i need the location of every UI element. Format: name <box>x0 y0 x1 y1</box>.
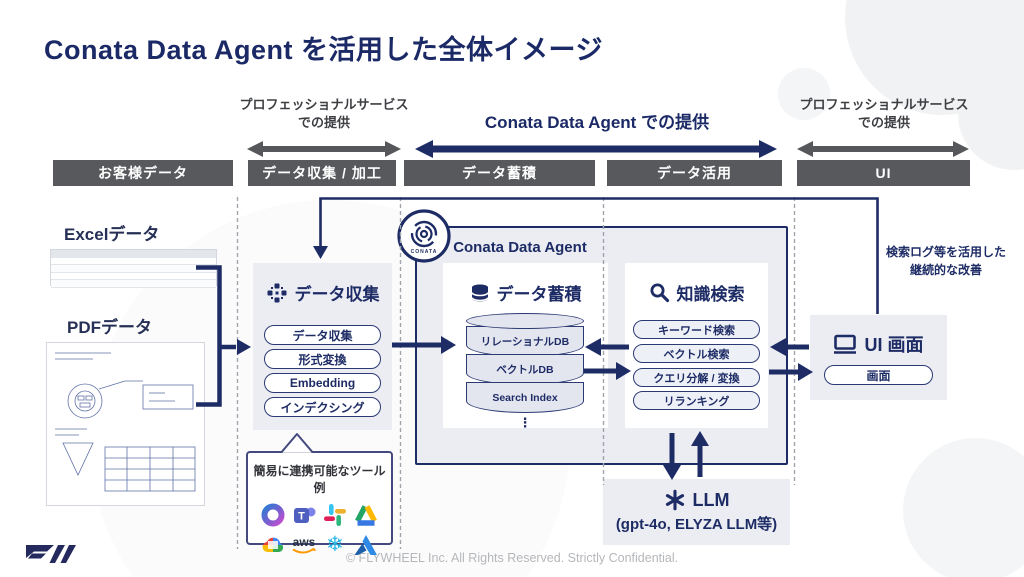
knowledge-search-title: 知識検索 <box>676 285 745 304</box>
bubble-pointer <box>280 433 314 453</box>
tools-bubble: 簡易に連携可能なツール例 T <box>246 451 393 555</box>
stage-bar-storage: データ蓄積 <box>404 160 595 186</box>
snowflake-icon: ❄ <box>326 533 344 556</box>
microsoft-teams-icon: T <box>289 501 320 528</box>
aws-icon: aws <box>289 531 320 558</box>
pdf-sketch <box>55 352 196 492</box>
pill-keyword-search: キーワード検索 <box>633 320 760 339</box>
pill-query-decompose: クエリ分解 / 変換 <box>633 368 760 387</box>
search-icon <box>649 282 670 303</box>
google-cloud-icon <box>258 531 289 558</box>
data-storage-panel: データ蓄積 リレーショナルDB ベクトルDB Search Index ⋮ <box>443 263 608 429</box>
background-circle <box>903 438 1024 577</box>
llm-models: (gpt-4o, ELYZA LLM等) <box>615 516 778 533</box>
data-collection-icon <box>266 282 288 304</box>
database-stack: リレーショナルDB ベクトルDB Search Index ⋮ <box>466 313 584 429</box>
llm-title: LLM <box>692 489 730 510</box>
pill-indexing: インデクシング <box>264 397 381 417</box>
llm-icon <box>664 489 686 511</box>
data-collection-title: データ収集 <box>294 285 380 304</box>
provision-label-left: プロフェッショナルサービス での提供 <box>239 97 409 130</box>
pill-vector-search: ベクトル検索 <box>633 344 760 363</box>
ui-screen-title: UI 画面 <box>864 335 924 355</box>
llm-box: LLM (gpt-4o, ELYZA LLM等) <box>603 479 790 545</box>
background-circle <box>778 68 830 120</box>
scope-arrow-right-gray <box>797 141 969 157</box>
stage-bar-ui: UI <box>797 160 970 186</box>
database-cylinder-top <box>466 313 584 329</box>
pdf-data-label: PDFデータ <box>67 318 152 337</box>
tool-icon-grid: T <box>248 496 391 558</box>
tools-bubble-title: 簡易に連携可能なツール例 <box>253 464 386 495</box>
scope-arrow-left-gray <box>247 141 401 157</box>
excel-table-thumbnail <box>50 249 217 288</box>
svg-text:T: T <box>298 510 305 522</box>
provision-label-center: Conata Data Agent での提供 <box>484 113 710 132</box>
database-icon <box>470 283 490 303</box>
excel-data-label: Excelデータ <box>64 225 160 244</box>
stage-bar-customer-data: お客様データ <box>53 160 233 186</box>
monitor-icon <box>833 334 857 354</box>
pill-format-conversion: 形式変換 <box>264 349 381 369</box>
db-layer-vector: ベクトルDB <box>466 354 584 385</box>
slack-icon <box>320 501 351 528</box>
svg-text:aws: aws <box>293 535 316 549</box>
stage-bar-collect: データ収集 / 加工 <box>248 160 396 186</box>
ui-screen-box: UI 画面 画面 <box>810 315 947 400</box>
google-drive-icon <box>350 501 381 528</box>
stage-bar-utilize: データ活用 <box>607 160 782 186</box>
knowledge-search-panel: 知識検索 キーワード検索 ベクトル検索 クエリ分解 / 変換 リランキング <box>625 263 768 428</box>
database-more-ellipsis: ⋮ <box>518 415 532 430</box>
conata-data-agent-title: Conata Data Agent <box>453 239 587 256</box>
pill-reranking: リランキング <box>633 391 760 410</box>
flywheel-logo <box>26 545 76 563</box>
db-layer-search-index: Search Index <box>466 382 584 413</box>
pill-screen: 画面 <box>824 365 933 385</box>
svg-text:CONATA: CONATA <box>411 249 438 255</box>
microsoft-365-copilot-icon <box>258 501 289 528</box>
data-storage-title: データ蓄積 <box>496 285 582 304</box>
scope-arrow-center-navy <box>415 140 777 158</box>
provision-label-right: プロフェッショナルサービス での提供 <box>799 97 969 130</box>
page-title: Conata Data Agent を活用した全体イメージ <box>44 35 603 65</box>
conata-logo-badge: CONATA <box>397 209 451 263</box>
pill-embedding: Embedding <box>264 373 381 393</box>
azure-icon <box>350 531 381 558</box>
improvement-note: 検索ログ等を活用した 継続的な改善 <box>885 245 1006 277</box>
pill-data-collection: データ収集 <box>264 325 381 345</box>
data-collection-box: データ収集 データ収集 形式変換 Embedding インデクシング <box>253 263 392 430</box>
db-layer-relational: リレーショナルDB <box>466 326 584 357</box>
footer-copyright: © FLYWHEEL Inc. All Rights Reserved. Str… <box>345 551 679 565</box>
pdf-document-thumbnail <box>46 342 205 506</box>
